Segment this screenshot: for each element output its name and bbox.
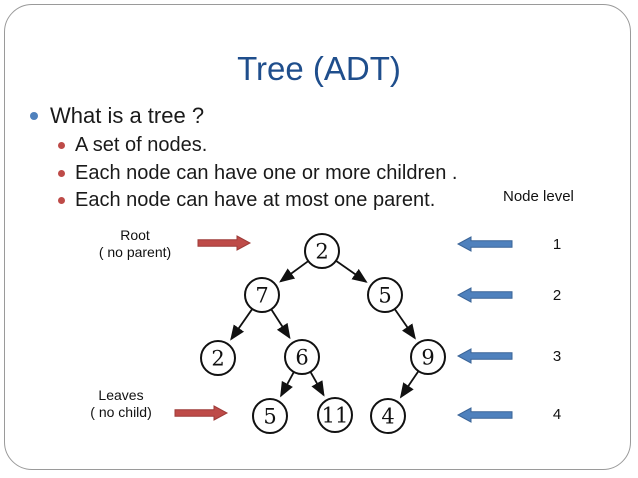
tree-node — [252, 398, 288, 434]
tree-node — [367, 277, 403, 313]
tree-node-value: 9 — [421, 346, 434, 370]
bullet-dot-icon — [58, 197, 65, 204]
bullet-item-set-of-nodes: A set of nodes. — [58, 134, 207, 157]
root-label: Root ( no parent) — [85, 227, 185, 261]
tree-node-value: 2 — [211, 347, 224, 371]
tree-node-value: 11 — [322, 404, 349, 428]
tree-node-value: 2 — [315, 240, 328, 264]
tree-node — [317, 397, 353, 433]
tree-edge — [393, 308, 416, 340]
level-2-arrow-icon — [456, 287, 513, 303]
level-4-arrow-icon — [456, 407, 513, 423]
tree-edge — [230, 308, 254, 341]
bullet-l2-text: Each node can have one or more children … — [75, 162, 458, 184]
tree-node-value: 4 — [381, 405, 394, 429]
level-3-arrow-icon — [456, 348, 513, 364]
tree-node — [244, 277, 280, 313]
tree-node-value: 5 — [263, 405, 276, 429]
bullet-l2-text: A set of nodes. — [75, 134, 208, 156]
tree-edge — [335, 259, 368, 283]
tree-node-value: 6 — [295, 346, 308, 370]
bullet-l1-text: What is a tree ? — [50, 103, 205, 128]
leaves-label: Leaves ( no child) — [71, 387, 171, 421]
level-number-2: 2 — [552, 287, 562, 304]
root-label-line1: Root — [120, 227, 150, 243]
level-number-1: 1 — [552, 236, 562, 253]
bullet-l2-text: Each node can have at most one parent. — [75, 189, 436, 211]
bullet-dot-icon — [30, 112, 38, 120]
tree-node-value: 7 — [255, 284, 268, 308]
root-label-line2: ( no parent) — [98, 244, 172, 260]
level-number-4: 4 — [552, 406, 562, 423]
tree-node-value: 5 — [378, 284, 391, 308]
level-1-arrow-icon — [456, 236, 513, 252]
tree-node — [304, 233, 340, 269]
node-level-heading: Node level — [503, 188, 574, 205]
tree-node — [200, 340, 236, 376]
root-pointer-arrow-icon — [197, 235, 252, 251]
tree-edge — [280, 371, 295, 398]
bullet-dot-icon — [58, 170, 65, 177]
tree-edge — [270, 308, 291, 340]
leaves-label-line1: Leaves — [98, 387, 144, 403]
bullet-item-parent: Each node can have at most one parent. — [58, 189, 435, 212]
leaves-label-line2: ( no child) — [90, 404, 152, 420]
bullet-item-what-is-a-tree: What is a tree ? — [30, 103, 204, 129]
slide-title: Tree (ADT) — [237, 50, 401, 87]
tree-node — [410, 339, 446, 375]
bullet-dot-icon — [58, 142, 65, 149]
leaves-pointer-arrow-icon — [174, 405, 229, 421]
tree-node — [284, 339, 320, 375]
tree-edge — [309, 371, 325, 397]
tree-edge — [279, 260, 309, 283]
tree-edge — [399, 370, 420, 399]
level-number-3: 3 — [552, 348, 562, 365]
bullet-item-children: Each node can have one or more children … — [58, 162, 457, 185]
tree-node — [370, 398, 406, 434]
